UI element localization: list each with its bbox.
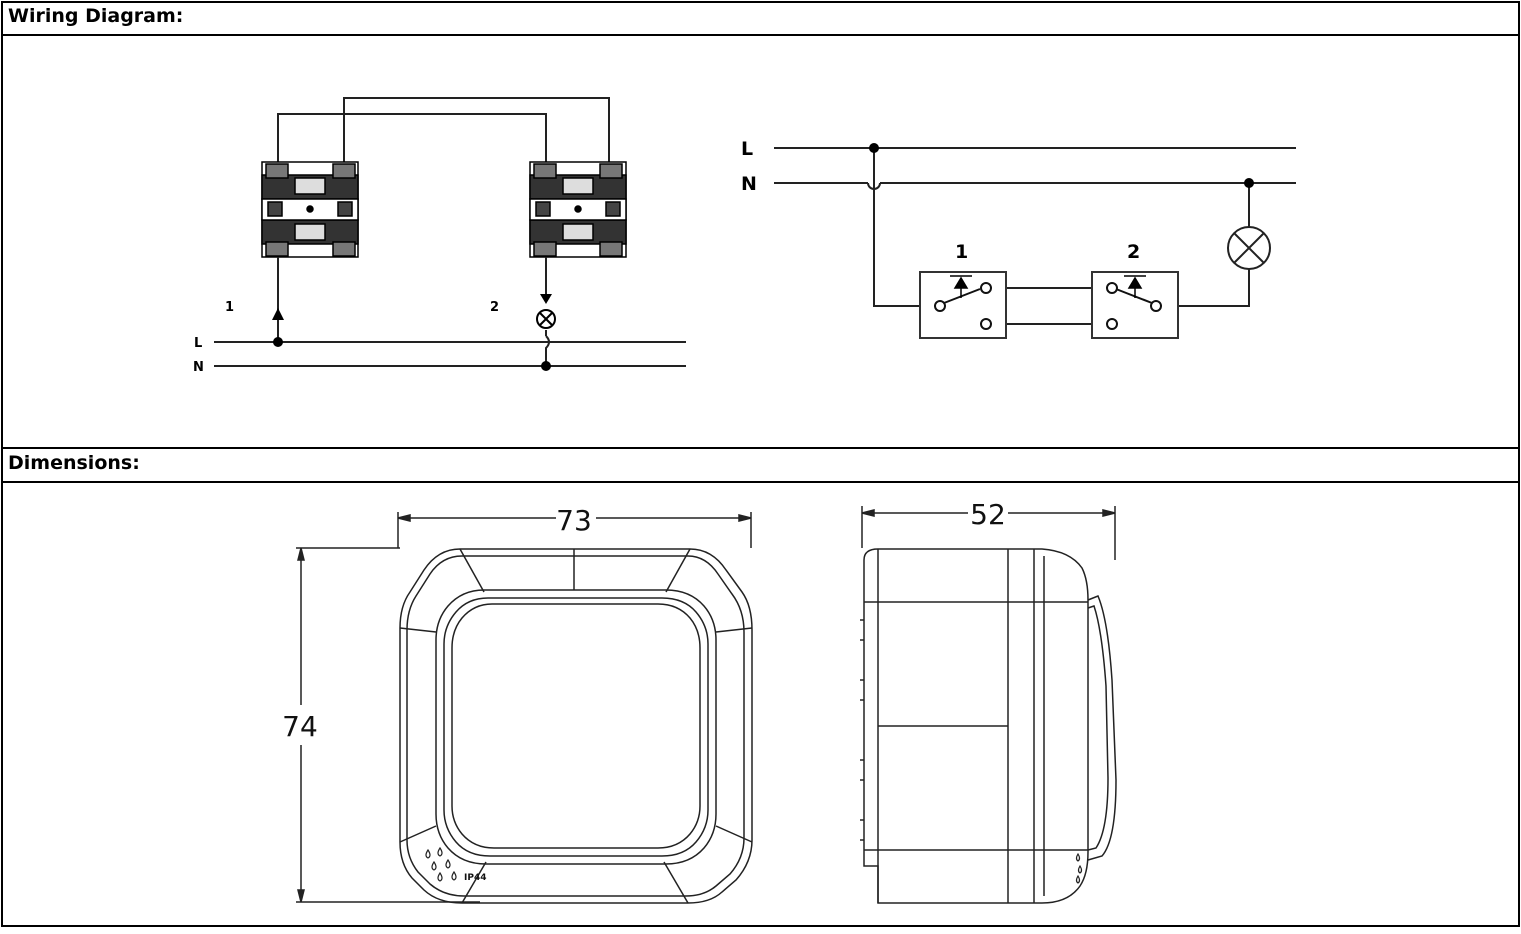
schematic-wiring-diagram: L N 1 2 [741,138,1296,339]
switch-1-mechanism [261,161,359,258]
arrow-up-icon [272,308,284,320]
switch-1-label: 1 [225,300,234,315]
lamp-icon [536,309,556,329]
water-drops-icon [425,846,457,882]
physical-wiring-diagram: 1 2 L N [193,97,686,375]
front-view-drawing [296,512,753,904]
schematic-switch-1-label: 1 [955,241,968,263]
switch-2-label: 2 [490,300,499,315]
width-dimension-label: 73 [556,504,592,537]
ip-rating-label: IP44 [464,873,486,883]
traveler-wires [277,97,610,165]
arrow-down-icon [540,294,552,304]
height-dimension-label: 74 [282,710,318,743]
side-water-drops-icon [1075,852,1083,884]
junction-dot [273,337,283,347]
schematic-line-label: L [741,138,753,160]
schematic-switch-2-label: 2 [1127,241,1140,263]
line-label: L [194,336,202,351]
junction-dot [541,361,551,371]
schematic-lamp-icon [1227,226,1271,270]
depth-dimension-label: 52 [970,498,1006,531]
neutral-label: N [193,360,204,375]
switch-2-mechanism [529,161,627,258]
side-view-drawing [860,506,1117,904]
wiring-diagram-heading: Wiring Diagram: [8,5,184,27]
supply-lines [214,257,686,367]
schematic-neutral-label: N [741,173,757,195]
dimensions-heading: Dimensions: [8,452,140,474]
